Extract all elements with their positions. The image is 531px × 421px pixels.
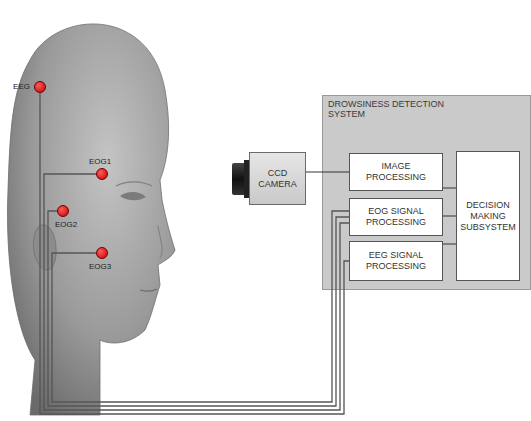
electrode-label: EEG — [13, 82, 30, 91]
camera-box: CCD CAMERA — [249, 152, 306, 205]
decision-box: DECISION MAKING SUBSYSTEM — [456, 151, 520, 281]
brow-shade — [116, 182, 152, 186]
box-label: EEG SIGNAL PROCESSING — [353, 250, 439, 272]
electrode-wire — [52, 211, 349, 402]
mouth-line — [140, 289, 157, 291]
electrode-wire — [40, 93, 349, 414]
eye-shape — [120, 192, 146, 200]
electrode-wire — [48, 211, 349, 406]
electrode-label: EOG3 — [89, 262, 111, 271]
box-label: CCD CAMERA — [253, 168, 302, 190]
process-box: EEG SIGNAL PROCESSING — [349, 241, 443, 281]
electrode-dot: EOG3 — [96, 247, 108, 259]
signal-line — [443, 188, 456, 189]
box-label: IMAGE PROCESSING — [353, 161, 439, 183]
box-label: EOG SIGNAL PROCESSING — [353, 206, 439, 228]
electrode-wire — [44, 174, 349, 410]
nose-shade — [158, 226, 162, 258]
panel-title: DROWSINESS DETECTION SYSTEM — [328, 99, 446, 119]
electrode-label: EOG2 — [55, 220, 77, 229]
ear-shape — [33, 225, 56, 270]
signal-line — [443, 244, 456, 245]
electrode-label: EOG1 — [89, 157, 111, 166]
electrode-dot: EEG — [34, 81, 46, 93]
system-panel: DROWSINESS DETECTION SYSTEM IMAGE PROCESS… — [322, 95, 531, 290]
head-shape — [7, 24, 175, 415]
process-box: IMAGE PROCESSING — [349, 153, 443, 191]
process-box: EOG SIGNAL PROCESSING — [349, 198, 443, 236]
signal-line — [443, 216, 456, 217]
signal-line — [306, 172, 349, 173]
electrode-dot: EOG2 — [57, 205, 69, 217]
electrode-dot: EOG1 — [96, 168, 108, 180]
box-label: DECISION MAKING SUBSYSTEM — [460, 200, 516, 233]
